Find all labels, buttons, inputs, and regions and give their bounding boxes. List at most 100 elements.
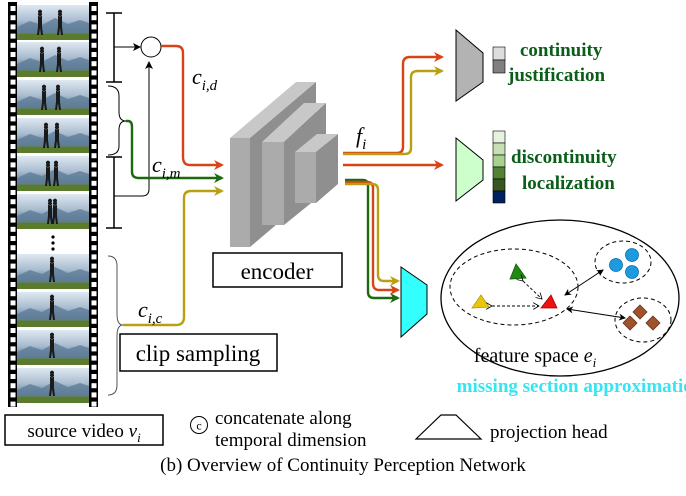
c-i-m-label: ci,m [152, 152, 181, 182]
film-sprocket-hole [10, 217, 16, 223]
film-sprocket-hole [10, 61, 16, 67]
film-sprocket-hole [91, 79, 97, 85]
film-sprocket-hole [10, 236, 16, 241]
film-sprocket-hole [91, 236, 97, 241]
red-to-approximation-path [345, 180, 400, 295]
film-sprocket-hole [10, 254, 16, 260]
film-sprocket-hole [10, 355, 16, 361]
film-sprocket-hole [10, 401, 16, 407]
legend: c concatenate along temporal dimension p… [190, 408, 608, 451]
encoder-box [212, 252, 343, 288]
c-i-c-label: ci,c [138, 297, 163, 327]
film-sprocket-hole [91, 144, 97, 149]
film-sprocket-hole [91, 180, 97, 186]
film-sprocket-hole [10, 226, 16, 232]
film-sprocket-hole [10, 263, 16, 269]
continuity-label-line1: continuity [520, 40, 603, 61]
film-sprocket-hole [91, 300, 97, 306]
film-sprocket-hole [10, 245, 16, 251]
missing-section-brace [107, 85, 127, 156]
film-sprocket-hole [10, 116, 16, 122]
video-frames [17, 5, 89, 403]
film-sprocket-hole [91, 52, 97, 57]
encoder-block-icon [230, 82, 338, 247]
video-frame [17, 42, 89, 77]
red-triangle-icon [540, 294, 558, 309]
film-sprocket-hole [91, 134, 97, 140]
film-sprocket-hole [91, 263, 97, 269]
film-sprocket-hole [10, 144, 16, 149]
video-frame [17, 118, 89, 153]
film-sprocket-hole [10, 364, 16, 370]
film-sprocket-hole [91, 107, 97, 113]
source-video-box [4, 414, 164, 446]
film-sprocket-hole [10, 346, 16, 352]
concat-circle-icon [140, 36, 162, 58]
video-frame [17, 80, 89, 115]
film-sprocket-hole [10, 15, 16, 21]
legend-concat-icon [190, 416, 208, 434]
film-sprocket-hole [10, 42, 16, 48]
film-sprocket-hole [10, 52, 16, 57]
film-sprocket-hole [91, 355, 97, 361]
film-sprocket-hole [10, 98, 16, 103]
film-sprocket-hole [91, 6, 97, 11]
film-sprocket-hole [10, 291, 16, 297]
yellow-triangle-icon [471, 294, 490, 309]
film-sprocket-hole [10, 88, 16, 94]
film-sprocket-hole [91, 42, 97, 48]
legend-concat-line1: concatenate along [215, 408, 352, 429]
film-sprocket-hole [91, 282, 97, 287]
green-red-dashed-arrow [523, 281, 542, 299]
justification-head-icon [455, 28, 484, 102]
film-sprocket-hole [10, 24, 16, 30]
brown-diamond-icon [645, 315, 661, 331]
film-sprocket-hole [91, 217, 97, 223]
film-sprocket-hole [10, 383, 16, 389]
localization-bar-cell [492, 190, 506, 204]
film-sprocket-hole [91, 88, 97, 94]
film-sprocket-hole [91, 15, 97, 21]
video-frame [17, 5, 89, 40]
red-circle-arrow [564, 269, 604, 296]
film-sprocket-hole [10, 272, 16, 278]
film-sprocket-hole [91, 116, 97, 122]
legend-concat-symbol: c [196, 419, 201, 433]
film-sprocket-hole [91, 226, 97, 232]
justification-bar-cell [492, 46, 506, 61]
film-sprocket-hole [91, 374, 97, 379]
feature-space-ellipse [440, 219, 680, 377]
film-sprocket-hole [10, 208, 16, 214]
circle-cluster-ellipse [594, 240, 652, 284]
continuity-label-line2: justification [507, 65, 606, 86]
clip-sampling-label: clip sampling [136, 341, 261, 366]
film-sprocket-hole [10, 125, 16, 131]
blue-circle-icon [625, 248, 639, 262]
film-sprocket-hole [91, 24, 97, 30]
gold-to-justification-path [343, 66, 444, 156]
film-sprocket-hole [10, 300, 16, 306]
c-i-d-path [161, 44, 224, 170]
film-sprocket-hole [91, 190, 97, 195]
discontinuity-label-line1: discontinuity [511, 147, 617, 168]
localization-bar-cell [492, 142, 506, 156]
gold-to-approximation-path [345, 182, 400, 286]
film-sprocket-hole [91, 61, 97, 67]
video-frame [17, 292, 89, 327]
film-sprocket-hole [91, 337, 97, 343]
bottom-segment-arrow [114, 61, 153, 197]
legend-projection-head-icon [414, 414, 483, 440]
film-sprocket-hole [91, 364, 97, 370]
clip-sampling-box [119, 333, 278, 372]
film-sprocket-hole [10, 180, 16, 186]
film-sprocket-hole [10, 328, 16, 333]
ellipsis-dots [51, 235, 55, 251]
c-i-c-path [123, 186, 224, 327]
clip-brace [107, 255, 124, 396]
red-diamond-arrow [566, 306, 626, 321]
green-to-approximation-path [345, 178, 400, 303]
discontinuity-label-line2: localization [522, 173, 615, 194]
film-sprocket-hole [91, 162, 97, 168]
film-sprocket-hole [10, 134, 16, 140]
